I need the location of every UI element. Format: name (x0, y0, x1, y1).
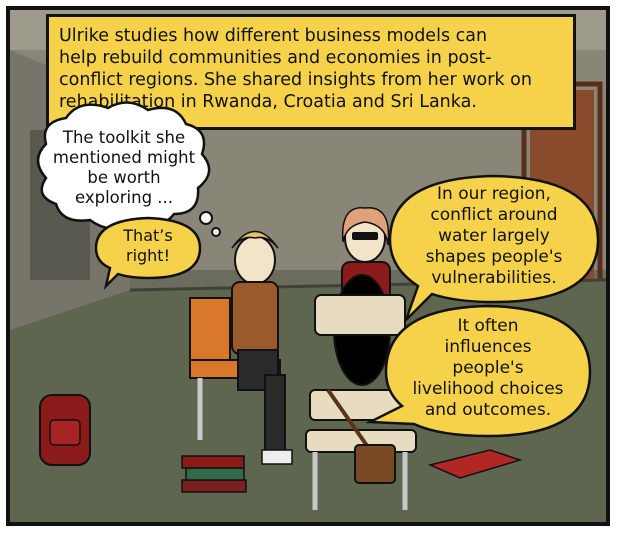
thought-line: The toolkit she (62, 128, 186, 147)
book-stack (181, 455, 247, 493)
speech-bubble-right-top (388, 174, 600, 321)
speech-right-top-text: In our region, conflict around water lar… (406, 184, 582, 289)
caption-line: Ulrike studies how different business mo… (59, 26, 488, 46)
speech-line: people's (452, 358, 524, 378)
thought-line: be worth (87, 168, 161, 187)
speech-right-bottom-text: It often influences people's livelihood … (400, 316, 576, 421)
caption-line: help rebuild communities and economies i… (59, 48, 492, 68)
speech-bubble-right-bottom (365, 304, 592, 438)
speech-line: water largely (438, 226, 550, 246)
thought-bubble (36, 101, 221, 237)
man-figure (231, 230, 293, 465)
caption-line: conflict regions. She shared insights fr… (59, 70, 532, 90)
thought-line: mentioned might (52, 148, 196, 167)
speech-line: conflict around (430, 205, 558, 225)
brown-bag (326, 388, 396, 484)
speech-line: shapes people's (425, 247, 563, 267)
speech-left-text: That’s right! (106, 226, 190, 266)
speech-line: right! (125, 246, 170, 265)
speech-line: It often (457, 316, 519, 336)
thought-line: exploring ... (74, 188, 174, 207)
speech-line: In our region, (437, 184, 551, 204)
thought-text: The toolkit she mentioned might be worth… (46, 128, 202, 208)
orange-chair (189, 297, 281, 440)
comic-panel: Ulrike studies how different business mo… (6, 6, 610, 526)
floor-book (427, 449, 523, 479)
bubble-layer (36, 101, 600, 438)
speech-line: That’s (123, 226, 173, 245)
backpack (39, 394, 91, 466)
narration-caption: Ulrike studies how different business mo… (46, 14, 576, 130)
speech-line: and outcomes. (424, 400, 552, 420)
speech-line: influences (444, 337, 532, 357)
speech-line: vulnerabilities. (431, 268, 557, 288)
speech-bubble-left (94, 216, 202, 290)
speech-line: livelihood choices (412, 379, 564, 399)
